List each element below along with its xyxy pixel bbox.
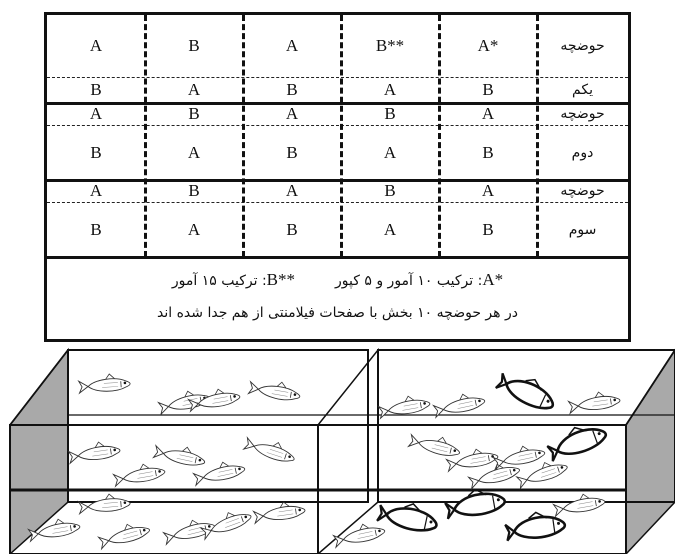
grass-carp-fish [78, 492, 130, 514]
treatment-cell: A [439, 180, 537, 202]
treatment-cell: B [439, 125, 537, 180]
section-divider [438, 15, 441, 257]
legend-note: در هر حوضچه ۱۰ بخش با صفحات فیلامنتی از … [47, 305, 628, 321]
treatment-cell: A [341, 202, 439, 257]
treatment-cell: B [341, 180, 439, 202]
treatment-cell: B [439, 77, 537, 103]
grass-carp-fish [248, 377, 301, 403]
pool-row-divider [47, 202, 628, 203]
fish-tank-illustration [0, 345, 675, 554]
treatment-cell: B [341, 103, 439, 125]
treatment-cell: B [243, 77, 341, 103]
section-divider [536, 15, 539, 257]
grass-carp-fish [68, 439, 121, 463]
treatment-cell: B [47, 202, 145, 257]
treatment-cell: B** [341, 15, 439, 77]
legend-b: B**: ترکیب ۱۵ آمور [172, 273, 295, 289]
grass-carp-fish [78, 373, 130, 394]
treatment-cell: A [243, 15, 341, 77]
pool-row-divider [47, 77, 628, 78]
legend-b-text: : ترکیب ۱۵ آمور [172, 273, 267, 289]
grass-carp-fish [113, 461, 166, 487]
pool-label-number: سوم [537, 202, 628, 257]
treatment-cell: A [439, 103, 537, 125]
treatment-cell: B [243, 202, 341, 257]
treatment-cell: A [341, 77, 439, 103]
treatment-cell: A* [439, 15, 537, 77]
grass-carp-fish [492, 442, 546, 469]
grass-carp-fish [553, 491, 606, 517]
pool-label: حوضچه [537, 103, 628, 125]
section-divider [340, 15, 343, 257]
grass-carp-fish [153, 441, 207, 468]
pool-label: حوضچه [537, 15, 628, 77]
common-carp-fish [495, 366, 559, 414]
legend-b-marker: B** [267, 270, 295, 289]
pool-label-number: دوم [537, 125, 628, 180]
tank-left-side-panel [10, 350, 68, 554]
treatment-cell: A [145, 202, 243, 257]
section-divider [144, 15, 147, 257]
treatment-cell: A [47, 103, 145, 125]
treatment-cell: B [47, 77, 145, 103]
tank-right-side-panel [626, 350, 675, 554]
grass-carp-fish [199, 506, 253, 540]
pool-separator [47, 256, 628, 259]
legend-a-marker: A* [482, 270, 503, 289]
treatment-cell: A [145, 125, 243, 180]
pool-row-divider [47, 125, 628, 126]
treatment-cell: B [439, 202, 537, 257]
pool-label-number: یکم [537, 77, 628, 103]
treatment-cell: A [47, 15, 145, 77]
pool-label: حوضچه [537, 180, 628, 202]
treatment-cell: A [243, 103, 341, 125]
legend-a-text: : ترکیب ۱۰ آمور و ۵ کپور [335, 273, 482, 289]
grass-carp-fish [97, 519, 151, 549]
treatment-cell: B [145, 180, 243, 202]
treatment-cell: A [243, 180, 341, 202]
section-divider [242, 15, 245, 257]
grass-carp-fish [432, 390, 486, 417]
grass-carp-fish [408, 430, 462, 459]
treatment-cell: B [47, 125, 145, 180]
treatment-cell: B [243, 125, 341, 180]
treatment-cell: B [145, 103, 243, 125]
treatment-cell: B [145, 15, 243, 77]
grass-carp-fish [244, 433, 298, 465]
legend-line: A*: ترکیب ۱۰ آمور و ۵ کپور B**: ترکیب ۱۵ … [47, 270, 628, 290]
treatment-cell: A [341, 125, 439, 180]
grass-carp-fish [568, 389, 621, 413]
treatment-cell: A [47, 180, 145, 202]
legend-a: A*: ترکیب ۱۰ آمور و ۵ کپور [335, 273, 503, 289]
treatment-cell: A [145, 77, 243, 103]
